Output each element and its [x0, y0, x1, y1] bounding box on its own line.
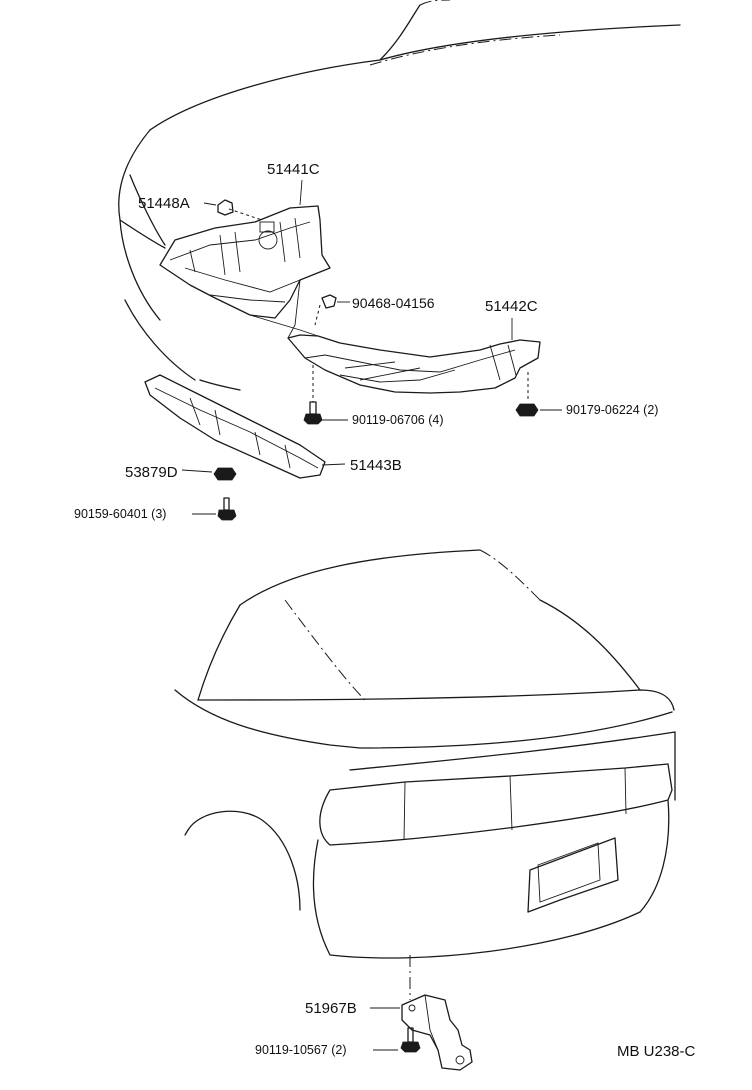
bolt-90119-10567: [400, 1027, 421, 1053]
center-under-cover-51442c: [287, 334, 541, 394]
label-90159-60401: 90159-60401 (3): [74, 507, 167, 521]
label-53879d: 53879D: [125, 464, 178, 481]
label-90119-06706: 90119-06706 (4): [352, 413, 444, 427]
front-body-outline: [118, 0, 681, 391]
bolt-90119-06706: [303, 401, 323, 425]
label-51448a: 51448A: [138, 195, 190, 212]
bracket-51967b: [401, 994, 473, 1071]
label-51443b: 51443B: [350, 457, 402, 474]
cross-member-51443b: [144, 374, 326, 479]
nut-90468: [321, 294, 337, 309]
leader-90468: [314, 304, 321, 326]
nut-90179-06224: [515, 403, 539, 417]
leader-51443b: [321, 463, 346, 466]
drawing-code: MB U238-C: [617, 1043, 696, 1060]
label-90468-04156: 90468-04156: [352, 295, 435, 311]
leader-51448a-label: [203, 202, 217, 206]
leader-51441c: [299, 179, 303, 206]
nut-53879d: [213, 467, 237, 481]
label-90179-06224: 90179-06224 (2): [566, 403, 659, 417]
rear-body-outline: [174, 549, 676, 959]
label-51441c: 51441C: [267, 161, 320, 178]
leader-53879d: [181, 469, 213, 473]
label-90119-10567: 90119-10567 (2): [255, 1043, 347, 1057]
label-51442c: 51442C: [485, 298, 538, 315]
label-51967b: 51967B: [305, 1000, 357, 1017]
screw-90159-60401: [217, 497, 237, 521]
engine-under-cover-51441c: [159, 205, 331, 319]
leader-51448a: [228, 208, 263, 221]
link-line-a: [287, 279, 301, 339]
link-line-b: [249, 314, 319, 337]
clip-51448a: [217, 199, 234, 216]
